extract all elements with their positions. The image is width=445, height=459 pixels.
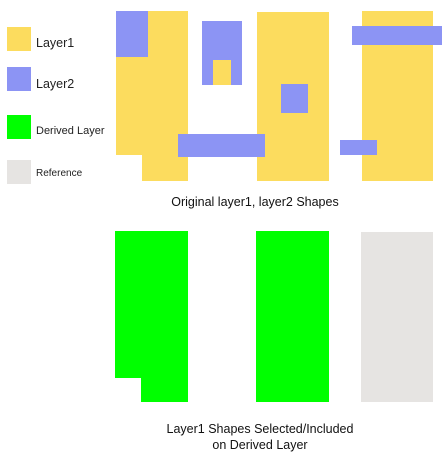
layer2-shape-f [340, 140, 377, 155]
legend-swatch-derived [7, 115, 31, 139]
caption-original-shapes: Original layer1, layer2 Shapes [171, 195, 339, 209]
layer2-shapes [116, 11, 442, 157]
derived-shape-b [256, 231, 329, 402]
layer2-shape-a [116, 11, 148, 57]
layer2-shape-c [178, 134, 265, 157]
legend-label-derived: Derived Layer [36, 125, 105, 137]
derived-shape-a [115, 231, 188, 402]
caption-derived-line2: on Derived Layer [212, 438, 308, 452]
caption-derived-line1: Layer1 Shapes Selected/Included [166, 422, 354, 436]
layer2-shape-e [352, 26, 442, 45]
legend-swatch-reference [7, 160, 31, 184]
legend-label-reference: Reference [36, 168, 83, 179]
layer2-shape-d [281, 84, 308, 113]
reference-shape [361, 232, 433, 402]
legend-swatch-layer1 [7, 27, 31, 51]
derived-shapes [115, 231, 329, 402]
legend-swatch-layer2 [7, 67, 31, 91]
legend-label-layer1: Layer1 [36, 36, 75, 50]
legend-label-layer2: Layer2 [36, 77, 75, 91]
layer2-shape-b [202, 21, 242, 85]
